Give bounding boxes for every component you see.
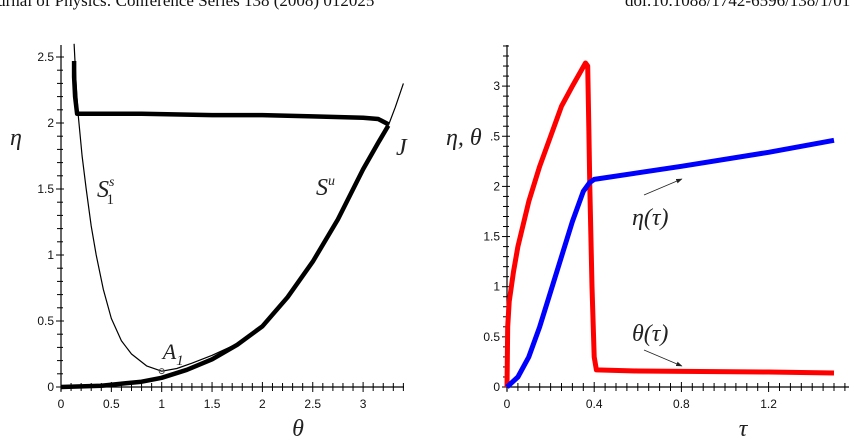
- y-tick-label: 1: [47, 248, 54, 262]
- x-tick-label: 0.4: [586, 397, 603, 411]
- annotation-arrow: [643, 178, 683, 196]
- time-series-chart: 0 0.4 0.8 1.2 0 0.5 1 1.5 2 .5 3 τ η, θ η(τ) θ(τ): [446, 45, 849, 441]
- x-axis-label: θ: [292, 416, 304, 441]
- y-tick-label: 2: [47, 116, 54, 130]
- label-main: A: [161, 339, 177, 364]
- annotation-label: η(τ): [632, 205, 668, 231]
- annotation-label: θ(τ): [632, 321, 668, 347]
- label-J: J: [396, 135, 408, 161]
- series-line: [73, 43, 233, 372]
- series-line: [505, 137, 835, 389]
- journal-header: Journal of Physics: Conference Series 13…: [0, 0, 375, 10]
- point-A1: [158, 368, 165, 375]
- y-tick-label: 0.5: [483, 330, 500, 344]
- doi-header: doi:10.1088/1742-6596/138/1/012025: [625, 0, 851, 10]
- x-tick-label: 1.5: [204, 397, 221, 411]
- y-tick-label: 1.5: [483, 230, 500, 244]
- series-line: [71, 61, 390, 127]
- label-sup: s: [109, 175, 115, 190]
- x-tick-label: 2.5: [304, 397, 321, 411]
- y-tick-label: 3: [493, 79, 500, 93]
- x-tick-label: 0: [504, 397, 511, 411]
- annotation-arrow: [643, 349, 683, 367]
- x-tick-label: 3: [360, 397, 367, 411]
- y-tick-label: .5: [490, 129, 500, 143]
- label-sup: u: [328, 174, 335, 189]
- y-tick-label: 0.5: [37, 314, 54, 328]
- label-sub: 1: [176, 353, 184, 369]
- x-tick-label: 1: [158, 397, 165, 411]
- label-Su: Su: [316, 174, 335, 201]
- x-tick-label: 2: [259, 397, 266, 411]
- label-main: S: [97, 177, 109, 203]
- x-tick-label: 0.8: [673, 397, 690, 411]
- y-tick-label: 0: [47, 380, 54, 394]
- y-tick-label: 0: [493, 380, 500, 394]
- y-tick-label: 2: [493, 179, 500, 193]
- y-tick-label: 1: [493, 280, 500, 294]
- series-line: [504, 60, 835, 388]
- label-Ss1: Ss 1: [97, 175, 115, 208]
- y-tick-label: 1.5: [37, 182, 54, 196]
- x-tick-label: 0.5: [103, 397, 120, 411]
- y-tick-label: 2.5: [37, 50, 54, 64]
- x-tick-label: 1.2: [760, 397, 777, 411]
- x-axis-label: τ: [739, 416, 749, 441]
- series-line: [60, 124, 391, 390]
- label-main: S: [316, 175, 328, 201]
- y-axis-label: η: [10, 125, 22, 151]
- x-tick-label: 0: [58, 397, 65, 411]
- label-A1: A1: [161, 339, 184, 369]
- y-axis-label: η, θ: [446, 125, 482, 151]
- label-sub: 1: [106, 192, 114, 208]
- series-line: [387, 83, 404, 126]
